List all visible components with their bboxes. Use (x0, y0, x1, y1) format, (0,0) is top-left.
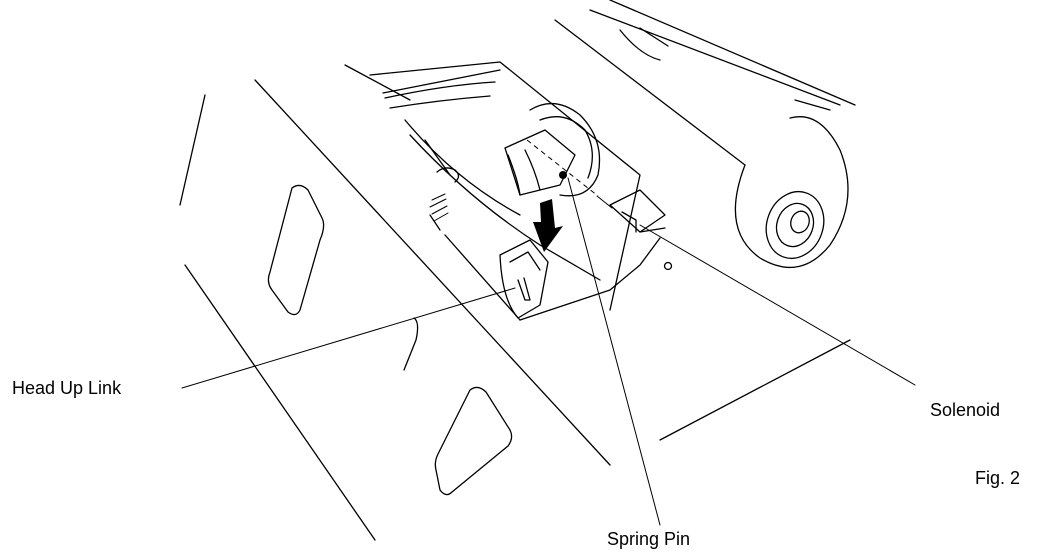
housing-outline (179, 64, 611, 541)
cavity-outline (369, 61, 661, 321)
housing-tick-mark (403, 317, 419, 371)
solenoid-leader (639, 224, 916, 386)
figure-caption: Fig. 2 (975, 468, 1021, 488)
screw-hole (663, 261, 673, 271)
spring-pin-assembly (504, 103, 601, 197)
spring-pin-leader (567, 177, 661, 526)
housing-window-upper (267, 184, 325, 316)
housing-window-lower (434, 386, 513, 496)
spring-pin-label: Spring Pin (607, 529, 691, 549)
coil-spring (429, 167, 460, 222)
solenoid-label: Solenoid (930, 400, 1001, 420)
head-up-link-leader (181, 287, 516, 389)
down-arrow (533, 199, 563, 252)
platen-roller (554, 0, 856, 269)
head-up-link-label: Head Up Link (12, 378, 122, 398)
solenoid-body (596, 189, 666, 233)
housing-right-edge (659, 339, 851, 441)
head-up-link (499, 239, 549, 319)
